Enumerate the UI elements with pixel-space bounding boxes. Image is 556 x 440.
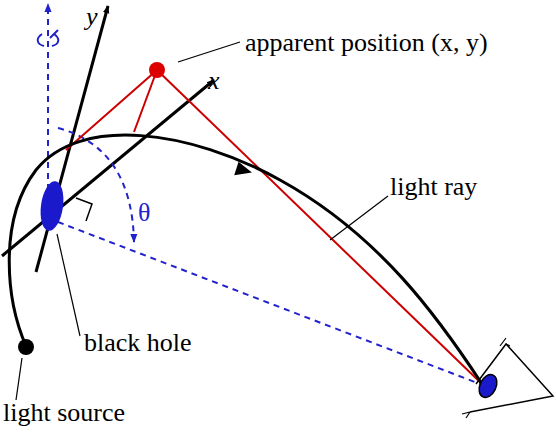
light-ray-curve [9, 135, 482, 384]
eye-outline [470, 344, 553, 412]
leader-line [330, 196, 388, 240]
projection-line [134, 70, 157, 132]
leader-line [178, 42, 240, 62]
axis-label: y [86, 2, 98, 32]
rotation-axis [47, 4, 49, 190]
rotation-arrow-head [50, 30, 58, 38]
axis-label: x [208, 66, 220, 96]
leader-line [16, 358, 22, 400]
eye-iris [476, 372, 501, 401]
black-hole [38, 180, 67, 233]
apparent-ray [157, 70, 482, 384]
right-angle-mark [76, 198, 92, 221]
callout-label: light ray [390, 172, 477, 202]
light-ray-arrow [234, 162, 254, 180]
callout-label: apparent position (x, y) [245, 28, 488, 58]
rotation-arrow [38, 34, 59, 46]
line-of-sight [58, 222, 480, 384]
light-source-dot [18, 339, 34, 355]
x-axis [2, 80, 214, 256]
leader-line [57, 234, 80, 336]
angle-label: θ [138, 198, 150, 228]
projection-line [66, 70, 157, 150]
callout-label: black hole [84, 328, 192, 358]
eye-lash [462, 338, 510, 418]
y-axis [36, 6, 108, 272]
apparent-position-dot [149, 62, 165, 78]
callout-label: light source [3, 398, 125, 428]
